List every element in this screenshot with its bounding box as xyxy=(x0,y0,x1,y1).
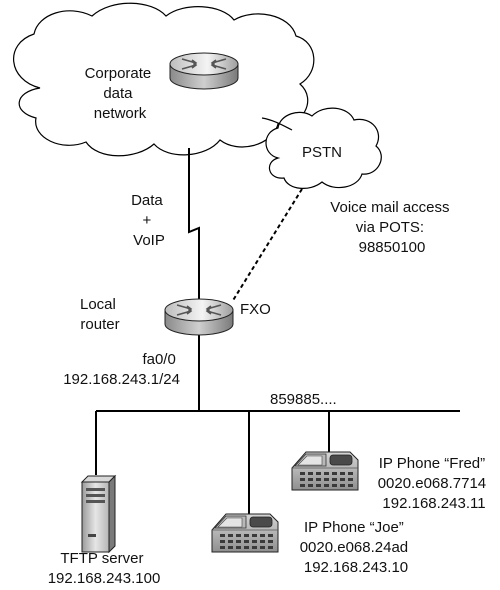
cloud-link-line xyxy=(261,117,293,131)
corporate-network-cloud xyxy=(13,2,315,157)
phone-fred-label-line: IP Phone “Fred” xyxy=(379,455,485,472)
pstn-cloud xyxy=(265,107,382,189)
phone-fred-label: IP Phone “Fred” 0020.e068.7714 192.168.2… xyxy=(378,455,491,512)
phone-joe-label: IP Phone “Joe” 0020.e068.24ad 192.168.24… xyxy=(300,519,413,576)
local-router-icon xyxy=(164,298,234,336)
wan-link-label-line: Data xyxy=(131,192,163,209)
phone-joe-label-line: IP Phone “Joe” xyxy=(304,519,404,536)
pstn-label: PSTN xyxy=(302,144,342,161)
phone-joe-icon xyxy=(211,513,279,553)
fxo-label: FXO xyxy=(240,301,271,318)
local-router-label-line: router xyxy=(80,316,119,333)
router-interface-label-line: fa0/0 xyxy=(142,351,175,368)
wan-link-label-line: VoIP xyxy=(133,232,165,249)
phone-fred-icon xyxy=(291,451,359,491)
dial-peer-label: 859885.... xyxy=(270,391,337,408)
corporate-router-icon xyxy=(169,52,239,90)
tftp-server-label-line: 192.168.243.100 xyxy=(48,570,161,587)
voice-mail-label: Voice mail access via POTS: 98850100 xyxy=(330,199,453,256)
phone-joe-label-line: 192.168.243.10 xyxy=(304,559,408,576)
tftp-server-label: TFTP server 192.168.243.100 xyxy=(48,550,161,587)
voice-mail-label-line: 98850100 xyxy=(359,239,426,256)
wan-link-line xyxy=(188,148,200,306)
voice-mail-label-line: via POTS: xyxy=(356,219,424,236)
tftp-server-label-line: TFTP server xyxy=(60,550,143,567)
router-interface-label: fa0/0 192.168.243.1/24 xyxy=(63,351,180,388)
phone-fred-label-line: 192.168.243.11 xyxy=(382,495,485,512)
voice-mail-label-line: Voice mail access xyxy=(330,199,449,216)
phone-joe-label-line: 0020.e068.24ad xyxy=(300,539,408,556)
corporate-network-label: Corporate data network xyxy=(85,65,156,122)
pots-dashed-line xyxy=(231,188,303,303)
corporate-network-label-line: Corporate xyxy=(85,65,152,82)
corporate-network-label-line: data xyxy=(103,85,133,102)
wan-link-label-line: + xyxy=(143,212,152,229)
phone-fred-label-line: 0020.e068.7714 xyxy=(378,475,486,492)
tftp-server-icon xyxy=(80,474,117,554)
router-interface-label-line: 192.168.243.1/24 xyxy=(63,371,180,388)
local-router-label: Local router xyxy=(80,296,120,333)
wan-link-label: Data + VoIP xyxy=(131,192,167,249)
local-router-label-line: Local xyxy=(80,296,116,313)
corporate-network-label-line: network xyxy=(94,105,147,122)
